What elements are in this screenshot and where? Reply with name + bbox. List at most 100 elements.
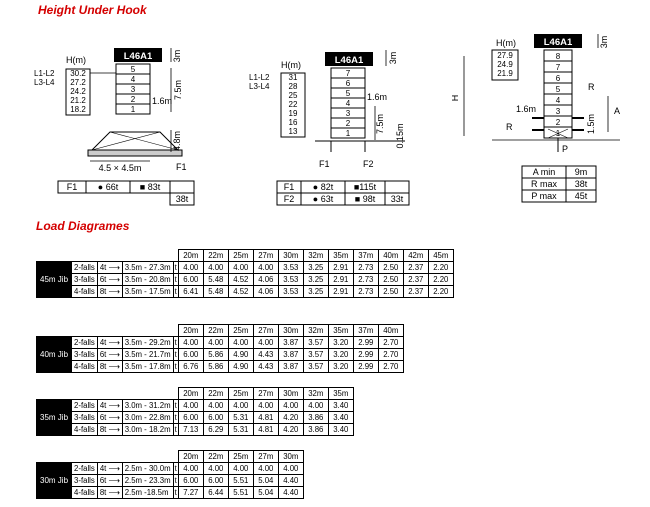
d2-heights: 31 28 25 22 19 16 13 (280, 72, 306, 138)
column-header: 30m (277, 450, 304, 463)
value-cell: 3.53 (277, 261, 304, 274)
load-cell: 4t ⟶ (96, 336, 123, 349)
value-cell: 5.86 (202, 360, 229, 373)
d3-spec-v-2: 38t (575, 179, 588, 189)
value-cell: 7.27 (177, 486, 204, 499)
value-cell: 4.81 (252, 411, 279, 424)
value-cell: 6.29 (202, 423, 229, 436)
diagram-3: H(m) L46A1 27.9 24.9 21.9 3m 8 7 6 5 4 3… (452, 34, 620, 203)
d3-heights: 27.9 24.9 21.9 (491, 49, 519, 81)
value-cell: 3.40 (327, 411, 354, 424)
column-header: 22m (202, 387, 229, 400)
column-header: 30m (277, 249, 304, 262)
value-cell: 4.00 (227, 399, 254, 412)
value-cell: 3.87 (277, 360, 304, 373)
value-cell: 4.90 (227, 348, 254, 361)
load-cell: 4t ⟶ (96, 462, 123, 475)
d2-load-c: 33t (391, 194, 404, 204)
d2-height-6: 16 (289, 118, 298, 127)
column-header: 27m (252, 387, 279, 400)
falls-cell: 3-falls (71, 474, 98, 487)
d3-dim-side: 1.6m (516, 104, 536, 114)
value-cell: 4.00 (177, 462, 204, 475)
range-cell: 3.0m - 22.8m (121, 411, 174, 424)
column-header: 37m (352, 249, 379, 262)
d2-dim-top: 3m (388, 52, 398, 65)
value-cell: 4.43 (252, 360, 279, 373)
column-header: 20m (177, 450, 204, 463)
load-cell: 4t ⟶ (96, 399, 123, 412)
d1-dim-side: 1.6m (152, 96, 172, 106)
range-cell: 3.5m - 21.7m (121, 348, 174, 361)
value-cell: 4.00 (227, 462, 254, 475)
value-cell: 5.04 (252, 486, 279, 499)
value-cell: 3.53 (277, 285, 304, 298)
d1-level-2: 2 (131, 95, 136, 104)
d3-level-7: 7 (556, 63, 561, 72)
column-header: 22m (202, 249, 229, 262)
range-cell: 2.5m -18.5m (121, 486, 174, 499)
column-header: 20m (177, 249, 204, 262)
value-cell: 3.40 (327, 423, 354, 436)
value-cell: 2.91 (327, 285, 354, 298)
d2-level-2: 2 (346, 119, 351, 128)
d1-load-c: 38t (176, 194, 189, 204)
value-cell: 7.13 (177, 423, 204, 436)
d3-spec-k-1: A min (533, 167, 556, 177)
d2-load-f1-b: ■115t (354, 182, 377, 192)
value-cell: 4.00 (252, 462, 279, 475)
d3-dim-top: 3m (599, 36, 609, 49)
d2-load-f1-a: ● 82t (313, 182, 334, 192)
load-cell: 6t ⟶ (96, 474, 123, 487)
d2-level-1: 1 (346, 129, 351, 138)
value-cell: 4.06 (252, 273, 279, 286)
d3-level-2: 2 (556, 118, 561, 127)
value-cell: 4.52 (227, 273, 254, 286)
d2-h-label: H(m) (281, 60, 301, 70)
d3-mast: 8 7 6 5 4 3 2 1 (532, 49, 584, 139)
value-cell: 3.87 (277, 348, 304, 361)
d1-level-4: 4 (131, 75, 136, 84)
value-cell: 3.57 (302, 360, 329, 373)
value-cell: 4.00 (202, 399, 229, 412)
falls-cell: 2-falls (71, 399, 98, 412)
d1-level-1: 1 (131, 105, 136, 114)
falls-cell: 2-falls (71, 462, 98, 475)
value-cell: 4.00 (202, 462, 229, 475)
value-cell: 2.99 (352, 360, 379, 373)
range-cell: 3.0m - 18.2m (121, 423, 174, 436)
d3-level-8: 8 (556, 52, 561, 61)
d2-level-7: 7 (346, 69, 351, 78)
value-cell: 3.86 (302, 411, 329, 424)
d1-load-table: F1 ● 66t ■ 83t 38t (57, 180, 195, 206)
value-cell: 3.40 (327, 399, 354, 412)
value-cell: 5.51 (227, 486, 254, 499)
d3-spec-table: A min 9m R max 38t P max 45t (521, 165, 597, 203)
value-cell: 3.20 (327, 336, 354, 349)
column-header: 25m (227, 324, 254, 337)
value-cell: 4.90 (227, 360, 254, 373)
d1-h-label: H(m) (66, 55, 86, 65)
value-cell: 4.00 (177, 261, 204, 274)
d1-heights: 30.2 27.2 24.2 21.2 18.2 (65, 68, 91, 116)
value-cell: 4.00 (227, 261, 254, 274)
d1-base (87, 131, 183, 157)
load-cell: 8t ⟶ (96, 360, 123, 373)
load-cell: 6t ⟶ (96, 411, 123, 424)
value-cell: 5.51 (227, 474, 254, 487)
value-cell: 3.57 (302, 348, 329, 361)
value-cell: 2.37 (402, 261, 429, 274)
value-cell: 6.00 (202, 411, 229, 424)
value-cell: 2.20 (427, 285, 454, 298)
d1-dim-top: 3m (172, 50, 182, 63)
d3-height-3: 21.9 (497, 69, 513, 78)
d3-h-label: H(m) (496, 38, 516, 48)
value-cell: 3.57 (302, 336, 329, 349)
